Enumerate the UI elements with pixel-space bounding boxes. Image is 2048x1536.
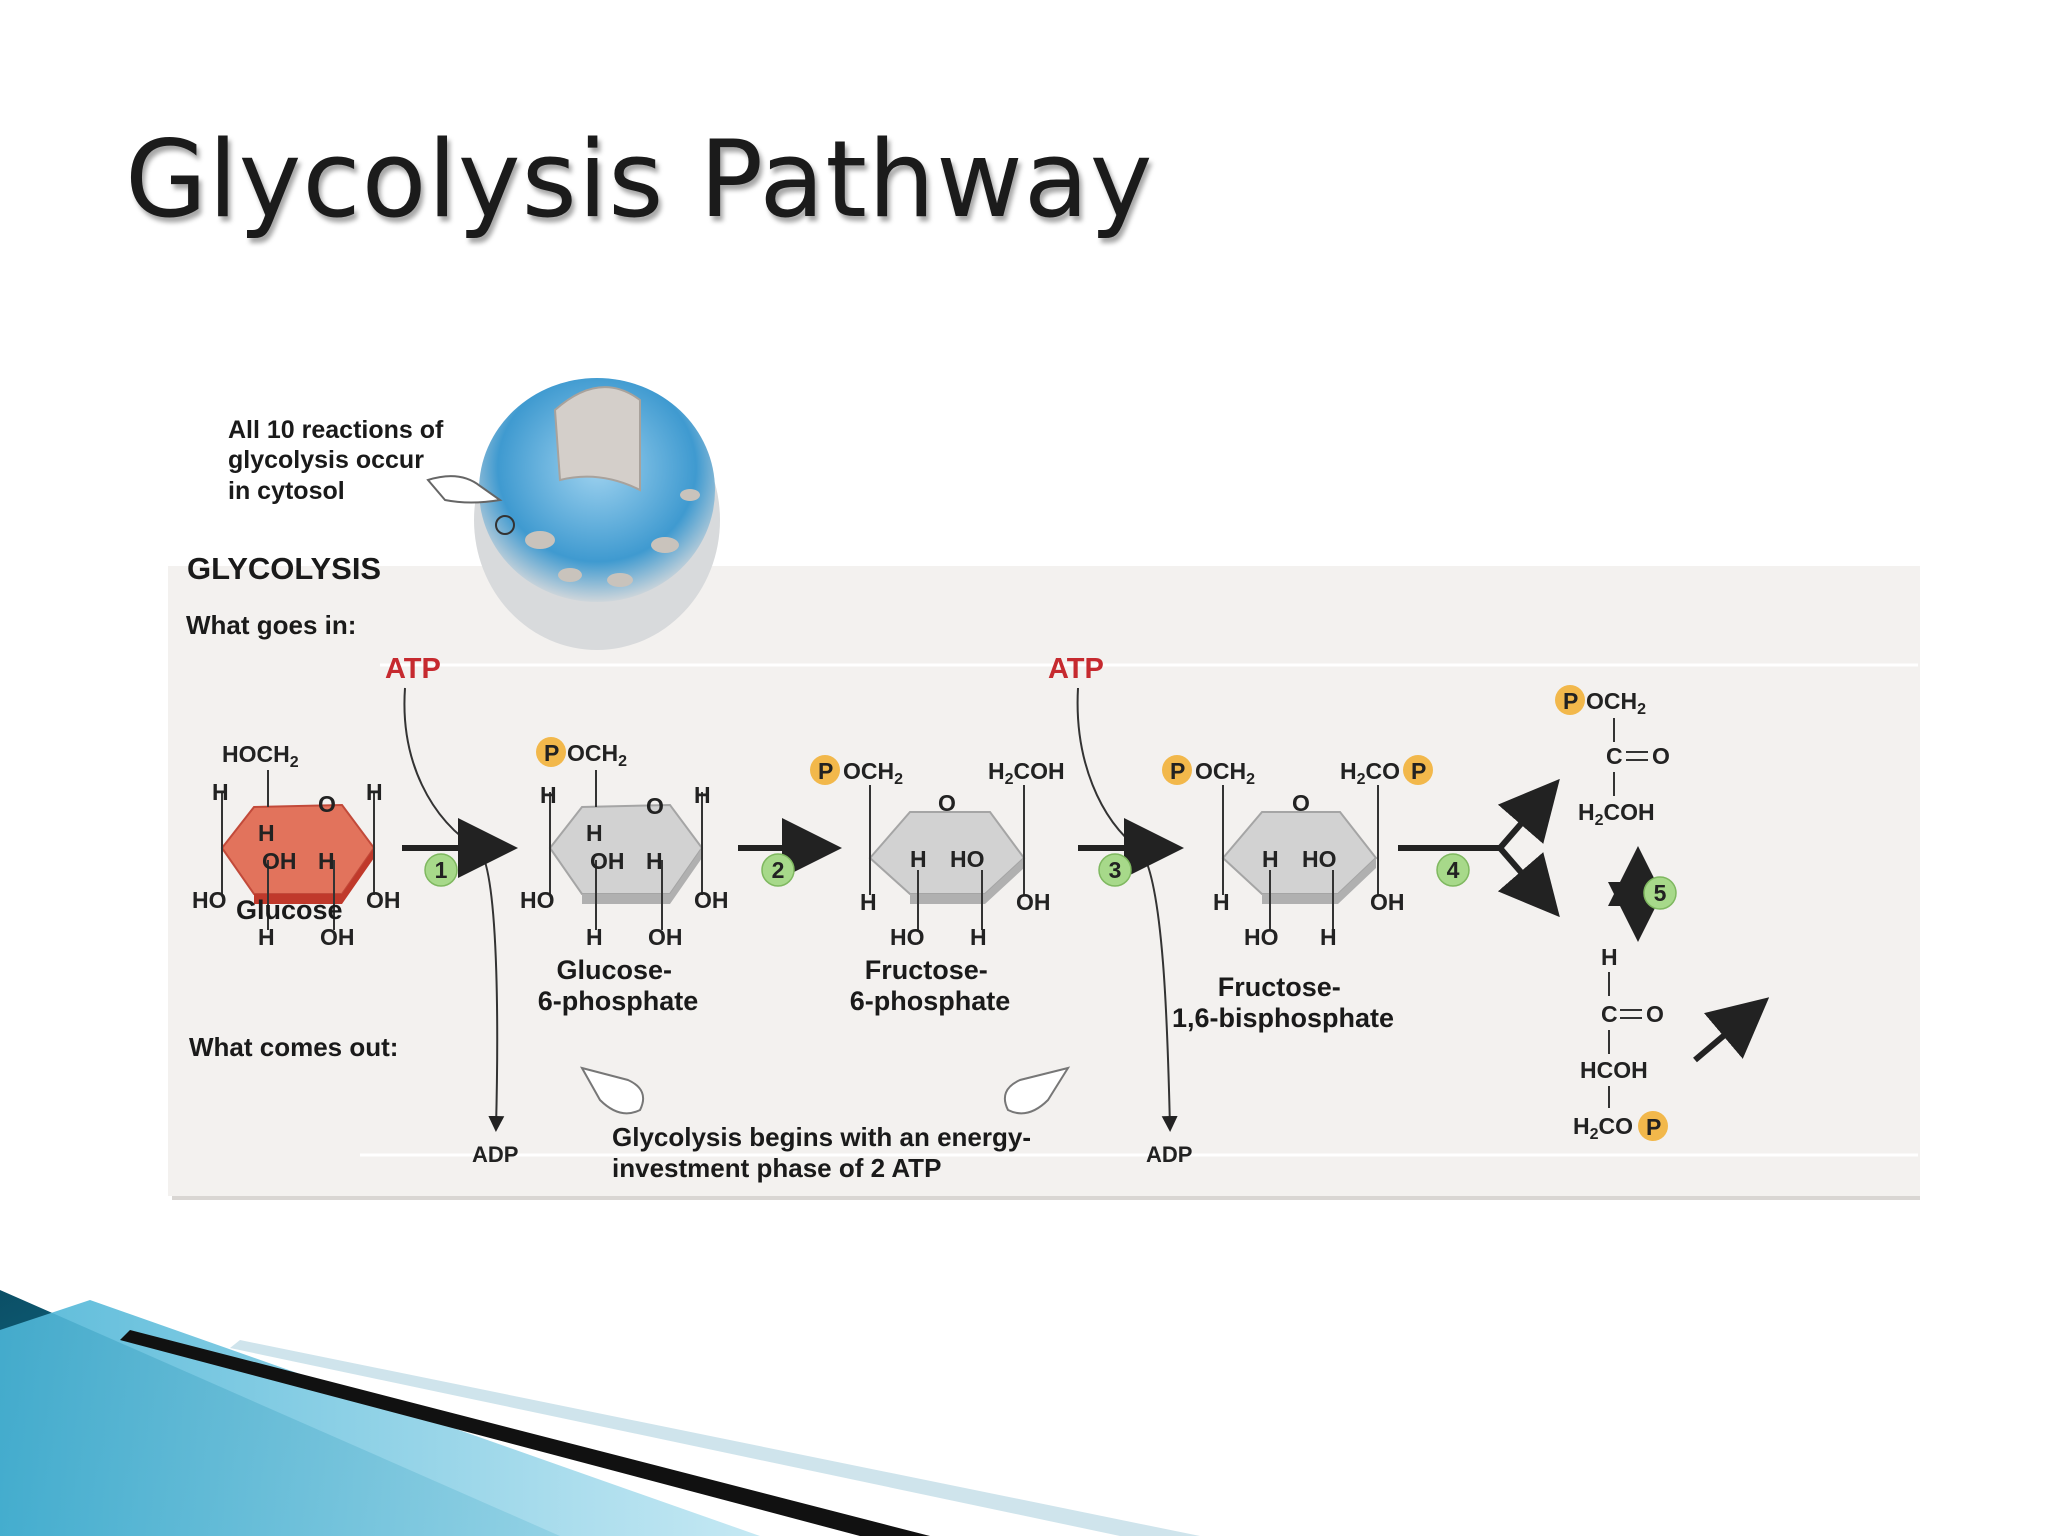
energy-investment-note: Glycolysis begins with an energy- invest… <box>612 1122 1038 1183</box>
group: H2CO <box>1340 758 1400 788</box>
group: O <box>938 790 956 816</box>
group: H <box>258 820 275 846</box>
step-number: 4 <box>1447 857 1460 883</box>
group: O <box>1652 743 1670 769</box>
group: H <box>318 848 335 874</box>
panel-heading: GLYCOLYSIS <box>187 551 381 586</box>
group: C <box>1601 1001 1618 1027</box>
group: OH <box>590 848 625 874</box>
group: O <box>1292 790 1310 816</box>
group: O <box>318 791 336 817</box>
group: HO <box>520 887 555 913</box>
group: HOCH2 <box>222 741 299 771</box>
phosphate-label: P <box>1170 758 1185 784</box>
step-number: 2 <box>772 857 785 883</box>
callout-text: All 10 reactions of glycolysis occur in … <box>228 416 450 505</box>
pointing-hand-icon <box>426 475 503 504</box>
group: H <box>1601 944 1618 970</box>
adp-label-step1: ADP <box>472 1142 518 1167</box>
group: OH <box>1016 889 1051 915</box>
slide-title: Glycolysis Pathway <box>125 118 1154 241</box>
group: H <box>366 779 383 805</box>
group: C <box>1606 743 1623 769</box>
molecule-name: Fructose- 1,6-bisphosphate <box>1172 972 1394 1033</box>
molecule-fructose-1-6-bisphosphate: P OCH2 H2CO P O H HO H OH HO H Fructose-… <box>1162 755 1433 1033</box>
molecule-dhap: P OCH2 C O H2COH <box>1555 685 1670 829</box>
group: HO <box>1244 924 1279 950</box>
molecule-fructose-6-phosphate: P OCH2 H2COH O H HO H OH HO H Fructose- … <box>810 755 1065 1016</box>
adp-label-step3: ADP <box>1146 1142 1192 1167</box>
phosphate-label: P <box>1563 688 1578 714</box>
callout-line-3: in cytosol <box>228 477 345 505</box>
molecule-name: Fructose- 6-phosphate <box>850 955 1011 1016</box>
decorative-band <box>0 1290 1200 1536</box>
group: OH <box>648 924 683 950</box>
group: H <box>258 924 275 950</box>
group: H <box>586 820 603 846</box>
group: H <box>860 889 877 915</box>
step-number: 5 <box>1654 880 1667 906</box>
group: H2COH <box>1578 799 1655 829</box>
group: H2COH <box>988 758 1065 788</box>
phosphate-label: P <box>1646 1114 1661 1140</box>
group: H <box>586 924 603 950</box>
group: H <box>646 848 663 874</box>
phosphate-label: P <box>818 758 833 784</box>
group: HO <box>950 846 985 872</box>
group: OH <box>694 887 729 913</box>
cell-illustration <box>474 378 720 650</box>
step-badge-5: 5 <box>1643 876 1677 910</box>
atp-label-step1: ATP <box>385 653 441 685</box>
pointing-hand-icon <box>579 1066 644 1115</box>
group: HO <box>192 887 227 913</box>
step-number: 3 <box>1109 857 1122 883</box>
group: OCH2 <box>843 758 903 788</box>
group: HO <box>1302 846 1337 872</box>
group: H <box>910 846 927 872</box>
callout-line-1: All 10 reactions of <box>228 416 444 444</box>
group: OCH2 <box>1195 758 1255 788</box>
molecule-g3p: H C O HCOH H2CO P <box>1573 944 1668 1143</box>
molecule-glucose: HOCH2 H O H H OH H HO OH H OH Glucose <box>192 741 401 950</box>
group: OCH2 <box>1586 688 1646 718</box>
molecule-glucose-6-phosphate: P OCH2 H O H H OH H HO OH H OH Glucose- … <box>520 737 729 1016</box>
comes-out-label: What comes out: <box>189 1032 398 1062</box>
group: H <box>212 779 229 805</box>
phosphate-label: P <box>544 740 559 766</box>
group: O <box>646 793 664 819</box>
group: O <box>1646 1001 1664 1027</box>
group: H <box>1213 889 1230 915</box>
group: OCH2 <box>567 740 627 770</box>
group: OH <box>1370 889 1405 915</box>
phosphate-label: P <box>1411 758 1426 784</box>
step-badge-2: 2 <box>761 853 795 887</box>
group: OH <box>262 848 297 874</box>
group: HCOH <box>1580 1057 1648 1083</box>
group: H <box>1262 846 1279 872</box>
step-badge-3: 3 <box>1098 853 1132 887</box>
step-number: 1 <box>435 857 448 883</box>
group: H <box>1320 924 1337 950</box>
group: OH <box>366 887 401 913</box>
goes-in-label: What goes in: <box>186 610 356 640</box>
atp-label-step3: ATP <box>1048 653 1104 685</box>
group: HO <box>890 924 925 950</box>
step-badge-1: 1 <box>424 853 458 887</box>
reaction-arrow-4 <box>1398 778 1560 918</box>
group: H <box>970 924 987 950</box>
molecule-name: Glucose <box>236 895 343 925</box>
group: H <box>540 782 557 808</box>
step-badge-4: 4 <box>1436 853 1470 887</box>
molecule-name: Glucose- 6-phosphate <box>538 955 699 1016</box>
group: H2CO <box>1573 1113 1633 1143</box>
pointing-hand-icon <box>1004 1066 1071 1115</box>
continue-arrow <box>1693 997 1770 1063</box>
callout-line-2: glycolysis occur <box>228 446 424 474</box>
group: H <box>694 782 711 808</box>
group: OH <box>320 924 355 950</box>
